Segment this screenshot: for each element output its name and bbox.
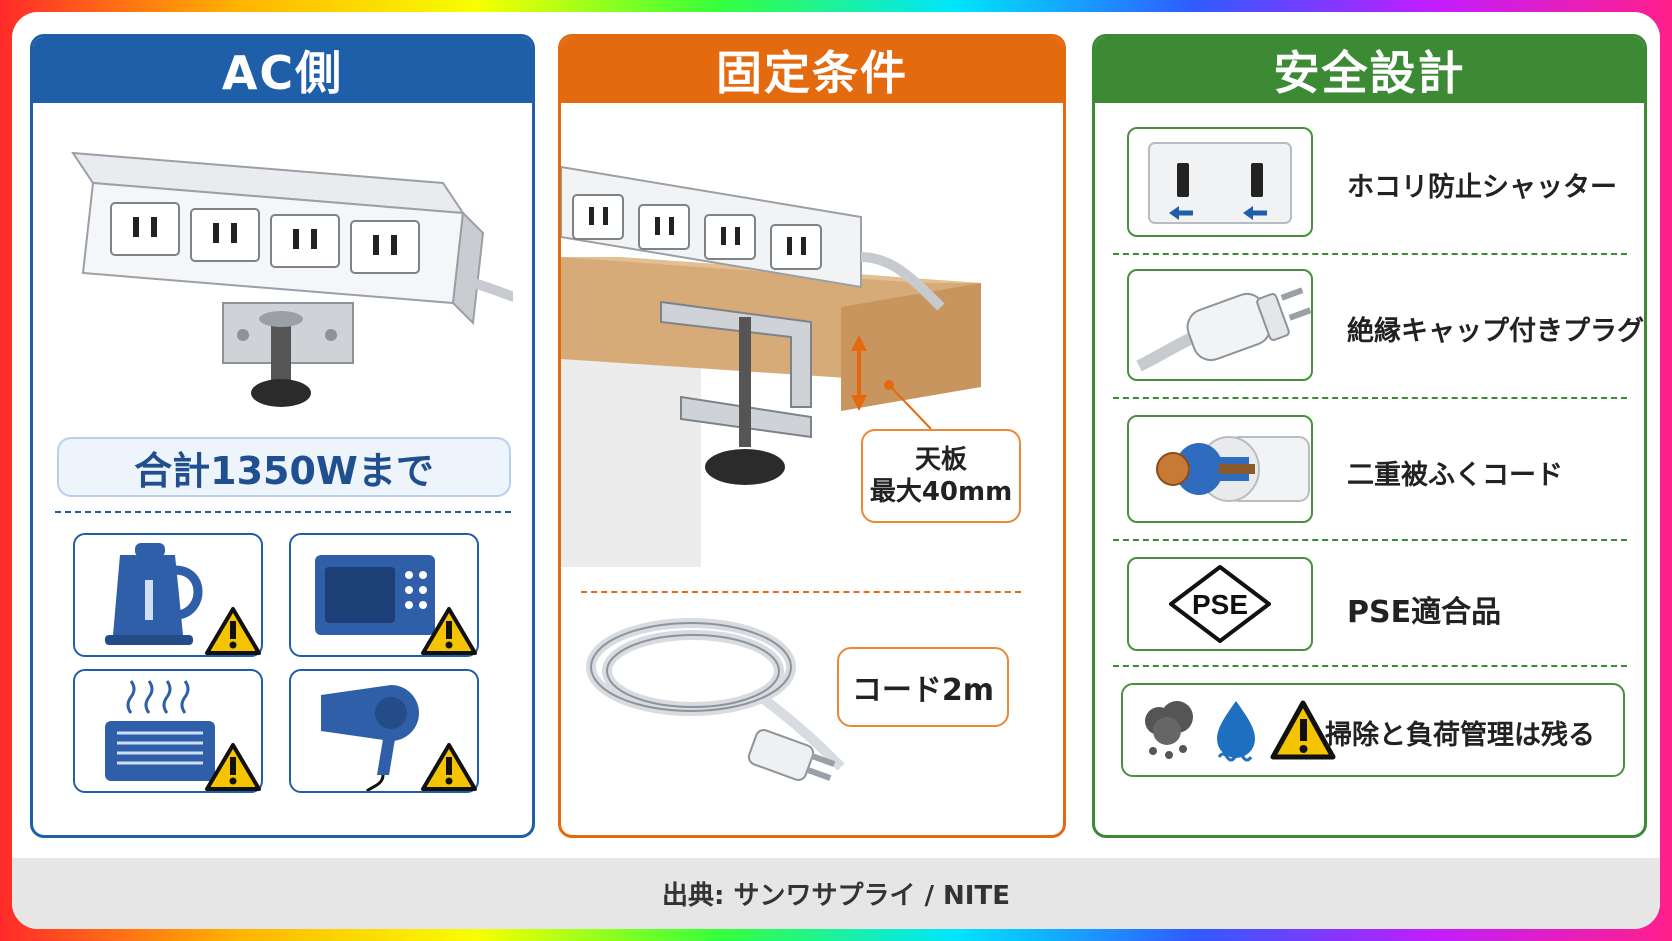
feature-label: 絶縁キャップ付きプラグ xyxy=(1347,316,1644,347)
pse-mark-icon-box: PSE xyxy=(1127,557,1313,651)
cord-coil-icon xyxy=(586,618,845,781)
safety-title: 安全設計 xyxy=(1095,37,1644,103)
safety-panel: 安全設計 ホコリ防止シャッター 絶縁キャップ付きプラグ xyxy=(1092,34,1647,838)
desk-thickness-line2: 最大40mm xyxy=(869,477,1013,507)
microwave-card xyxy=(289,533,479,657)
total-wattage-badge: 合計1350Wまで xyxy=(57,437,511,497)
source-footer: 出典: サンワサプライ / NITE xyxy=(12,858,1660,929)
divider xyxy=(1113,665,1627,667)
infographic: AC側 合計1350Wまで xyxy=(12,12,1660,929)
source-text: 出典: サンワサプライ / NITE xyxy=(662,881,1010,911)
insulated-plug-icon-box xyxy=(1127,269,1313,381)
hair-dryer-card xyxy=(289,669,479,793)
hair-dryer-icon xyxy=(321,685,477,793)
feature-label: PSE適合品 xyxy=(1347,595,1502,630)
water-drop-icon xyxy=(1217,701,1255,762)
cord-length-callout: コード2m xyxy=(837,647,1009,727)
mounting-panel: 固定条件 天板 最大40mm xyxy=(558,34,1066,838)
outlet-shutter-icon-box xyxy=(1127,127,1313,237)
warning-icon xyxy=(1270,700,1336,760)
power-strip-icon xyxy=(71,151,513,407)
divider xyxy=(1113,253,1627,255)
mounting-title: 固定条件 xyxy=(561,37,1063,103)
residual-risk-text: 掃除と負荷管理は残る xyxy=(1325,720,1595,751)
toaster-icon xyxy=(105,680,261,791)
kettle-card xyxy=(73,533,263,657)
desk-thickness-line1: 天板 xyxy=(914,444,967,475)
microwave-icon xyxy=(315,555,477,655)
toaster-card xyxy=(73,669,263,793)
divider xyxy=(581,591,1021,593)
desk-thickness-callout: 天板 最大40mm xyxy=(861,429,1021,523)
divider xyxy=(1113,397,1627,399)
insulated-plug-icon xyxy=(1136,287,1312,372)
ac-side-panel: AC側 合計1350Wまで xyxy=(30,34,535,838)
divider xyxy=(1113,539,1627,541)
double-insulated-cord-icon xyxy=(1156,436,1310,502)
outlet-shutter-icon xyxy=(1148,142,1292,224)
divider xyxy=(55,511,511,513)
dust-cloud-icon xyxy=(1145,701,1193,759)
pse-mark-icon: PSE xyxy=(1169,565,1271,643)
feature-label: ホコリ防止シャッター xyxy=(1347,172,1617,203)
residual-risk-banner: 掃除と負荷管理は残る xyxy=(1121,683,1625,777)
kettle-icon xyxy=(105,543,261,655)
double-insulated-cord-icon-box xyxy=(1127,415,1313,523)
desk-clamp-icon xyxy=(561,165,981,567)
pse-mark-text: PSE xyxy=(1192,589,1248,620)
feature-label: 二重被ふくコード xyxy=(1347,460,1563,491)
ac-side-title: AC側 xyxy=(33,37,532,103)
